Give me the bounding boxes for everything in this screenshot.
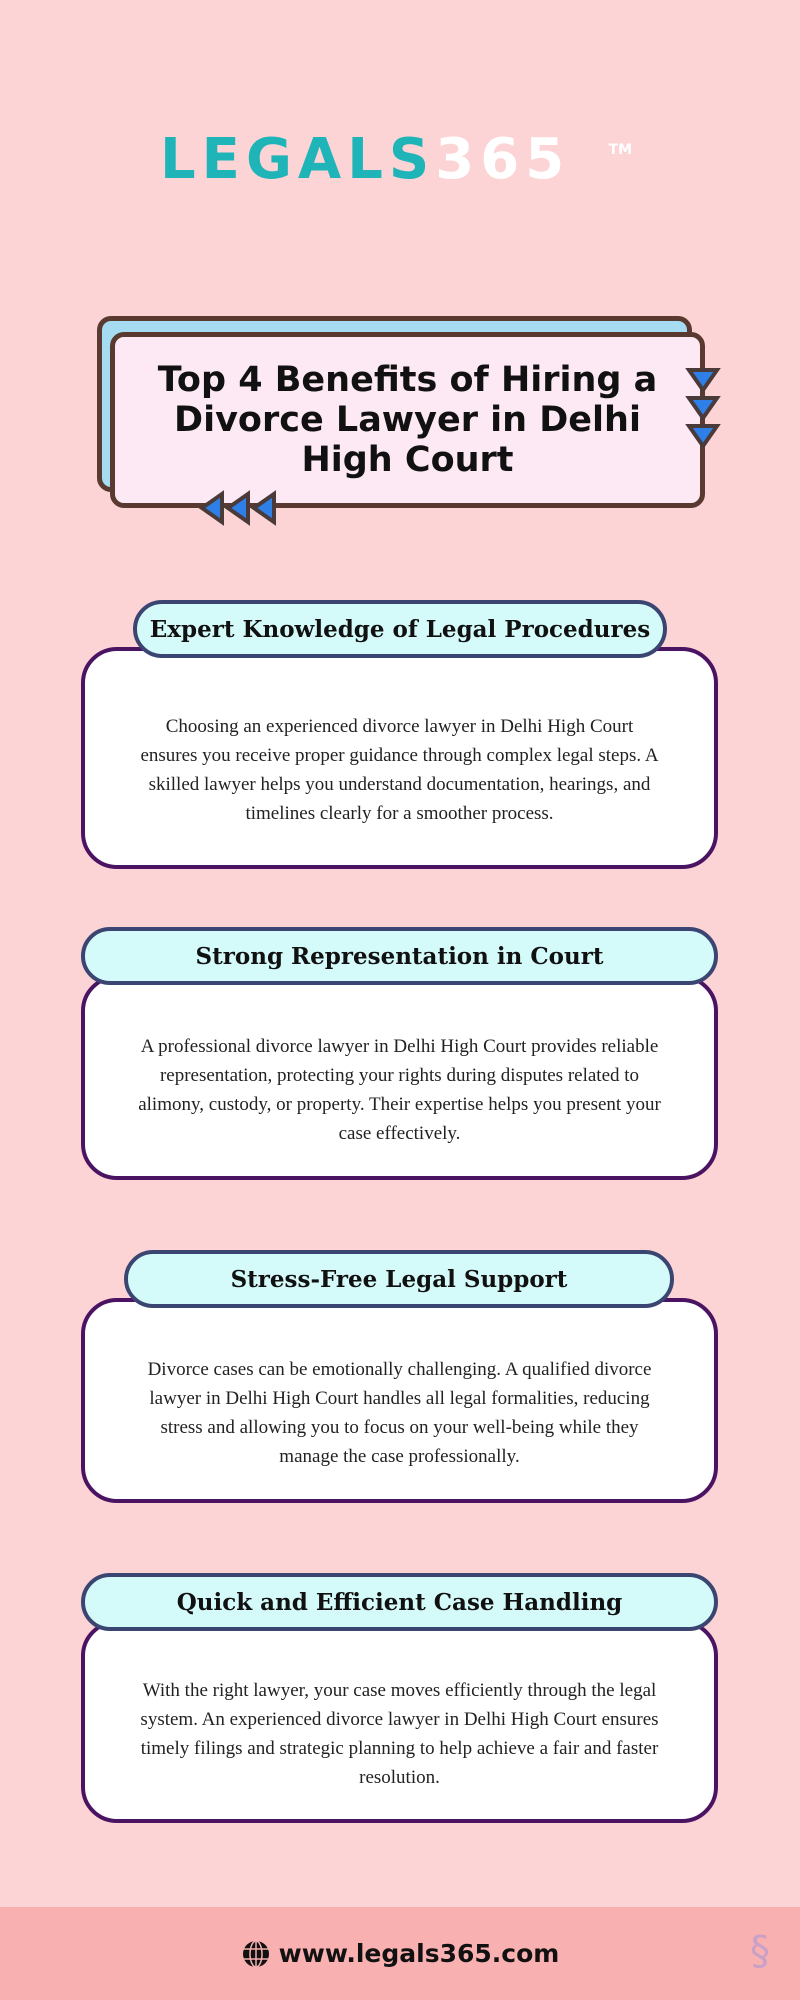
benefit-heading-3: Stress-Free Legal Support <box>124 1250 674 1308</box>
logo-text: LEGALS <box>160 127 436 192</box>
s-watermark-icon: § <box>750 1928 770 1974</box>
card-body-text: With the right lawyer, your case moves e… <box>140 1679 659 1788</box>
globe-icon <box>242 1939 269 1968</box>
benefit-heading-2: Strong Representation in Court <box>81 927 718 985</box>
benefit-card-4: With the right lawyer, your case moves e… <box>81 1620 718 1823</box>
legals365-logo: LEGALS365 TM <box>160 127 632 192</box>
benefit-heading-4: Quick and Efficient Case Handling <box>81 1573 718 1631</box>
benefit-card-3: Divorce cases can be emotionally challen… <box>81 1298 718 1503</box>
page-title: Top 4 Benefits of Hiring a Divorce Lawye… <box>157 360 658 480</box>
benefit-card-1: Choosing an experienced divorce lawyer i… <box>81 647 718 869</box>
title-frame: Top 4 Benefits of Hiring a Divorce Lawye… <box>110 332 705 508</box>
website-link[interactable]: www.legals365.com <box>278 1939 560 1968</box>
benefit-card-2: A professional divorce lawyer in Delhi H… <box>81 975 718 1180</box>
benefit-heading-1: Expert Knowledge of Legal Procedures <box>133 600 667 658</box>
logo-number: 365 <box>435 127 571 192</box>
card-body-text: Choosing an experienced divorce lawyer i… <box>140 716 659 824</box>
down-arrows-icon <box>685 368 721 450</box>
card-body-text: A professional divorce lawyer in Delhi H… <box>138 1035 661 1144</box>
left-arrows-icon <box>198 490 276 526</box>
footer: www.legals365.com <box>0 1907 800 2000</box>
card-body-text: Divorce cases can be emotionally challen… <box>147 1358 652 1467</box>
trademark: TM <box>608 142 632 158</box>
